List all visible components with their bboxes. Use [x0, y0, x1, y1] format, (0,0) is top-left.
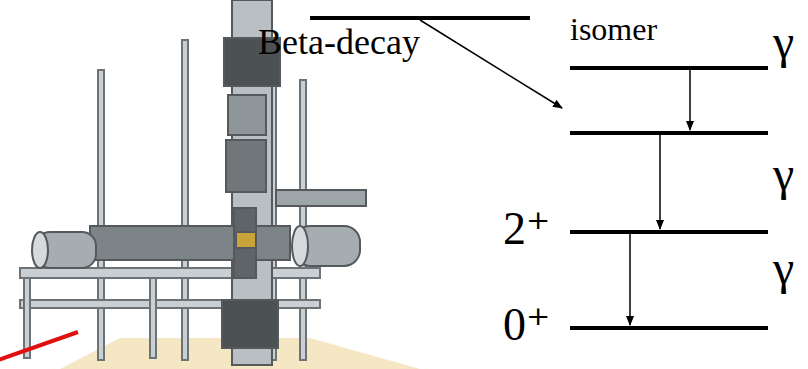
spin-parity-label: 2⁺: [503, 206, 550, 252]
gamma-arrow: [629, 234, 631, 325]
level-name: isomer: [570, 13, 657, 45]
gamma-label: γ: [773, 150, 794, 198]
gamma-label: γ: [773, 18, 794, 66]
gamma-arrow: [659, 135, 661, 229]
isomer-level: [570, 66, 768, 70]
spin-parity-label: 0⁺: [503, 302, 550, 348]
decay-label: Beta-decay: [258, 24, 420, 60]
gamma-arrow: [689, 70, 691, 130]
gamma-label: γ: [773, 244, 794, 292]
level-2plus: [570, 230, 768, 234]
parent-level: [310, 16, 530, 20]
red-beam-line: [0, 332, 78, 360]
beta-decay-arrow: [420, 20, 562, 108]
intermediate-level: [570, 131, 768, 135]
level-0plus: [570, 326, 768, 330]
